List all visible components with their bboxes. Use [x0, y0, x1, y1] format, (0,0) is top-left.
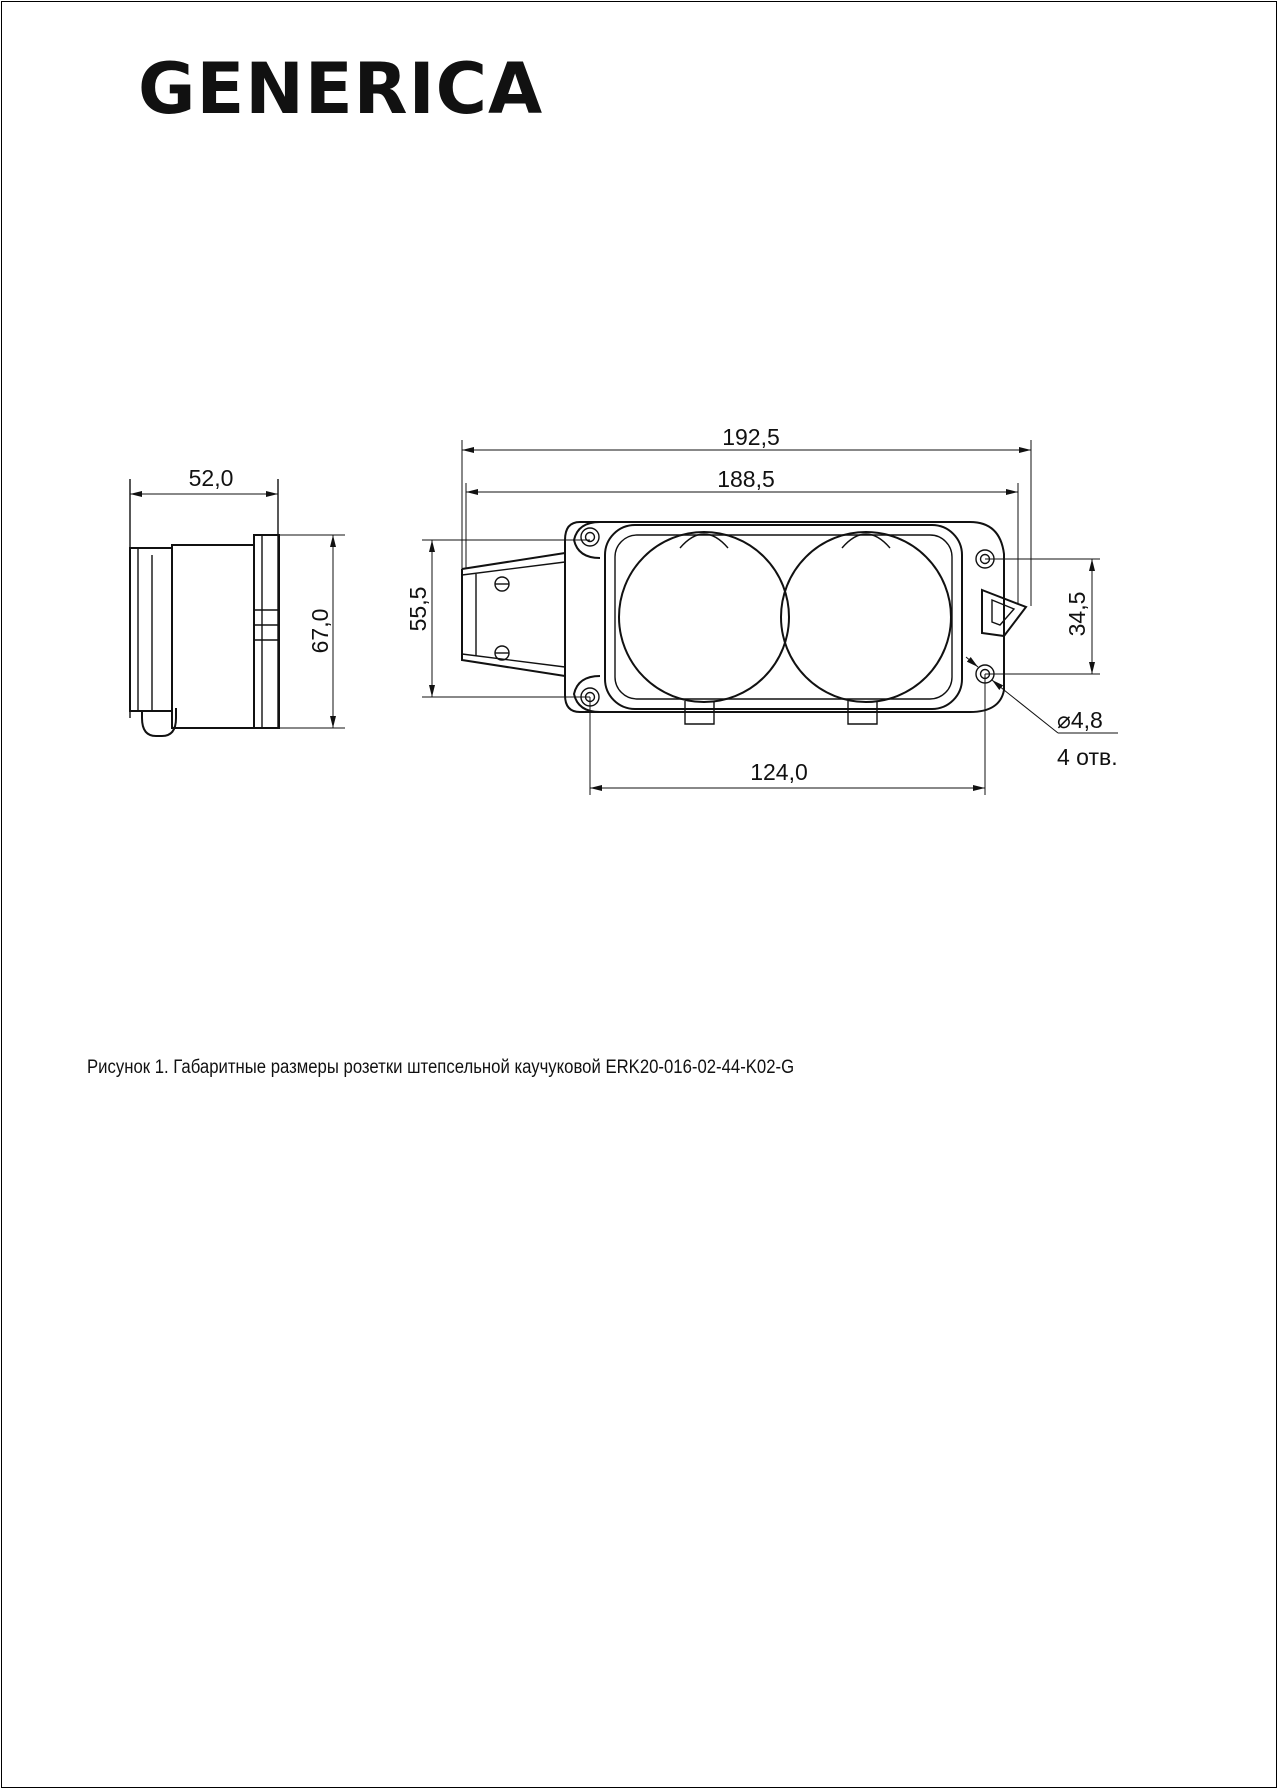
- brand-logo: GENERICA: [138, 48, 544, 130]
- figure-caption: Рисунок 1. Габаритные размеры розетки шт…: [87, 1057, 795, 1078]
- dim-side-height: 67,0: [307, 609, 333, 654]
- dim-body-height: 55,5: [405, 587, 431, 632]
- dim-side-width: 52,0: [189, 465, 234, 491]
- dim-hole-diameter: ⌀4,8: [1057, 707, 1103, 733]
- front-view: [461, 521, 1028, 725]
- dim-mount-spacing-horizontal: 124,0: [750, 759, 808, 785]
- side-view: [129, 479, 280, 737]
- dim-body-length: 188,5: [717, 466, 775, 492]
- dim-mount-spacing-vertical: 34,5: [1064, 592, 1090, 637]
- dim-overall-length: 192,5: [722, 424, 780, 450]
- dim-hole-count: 4 отв.: [1057, 744, 1118, 770]
